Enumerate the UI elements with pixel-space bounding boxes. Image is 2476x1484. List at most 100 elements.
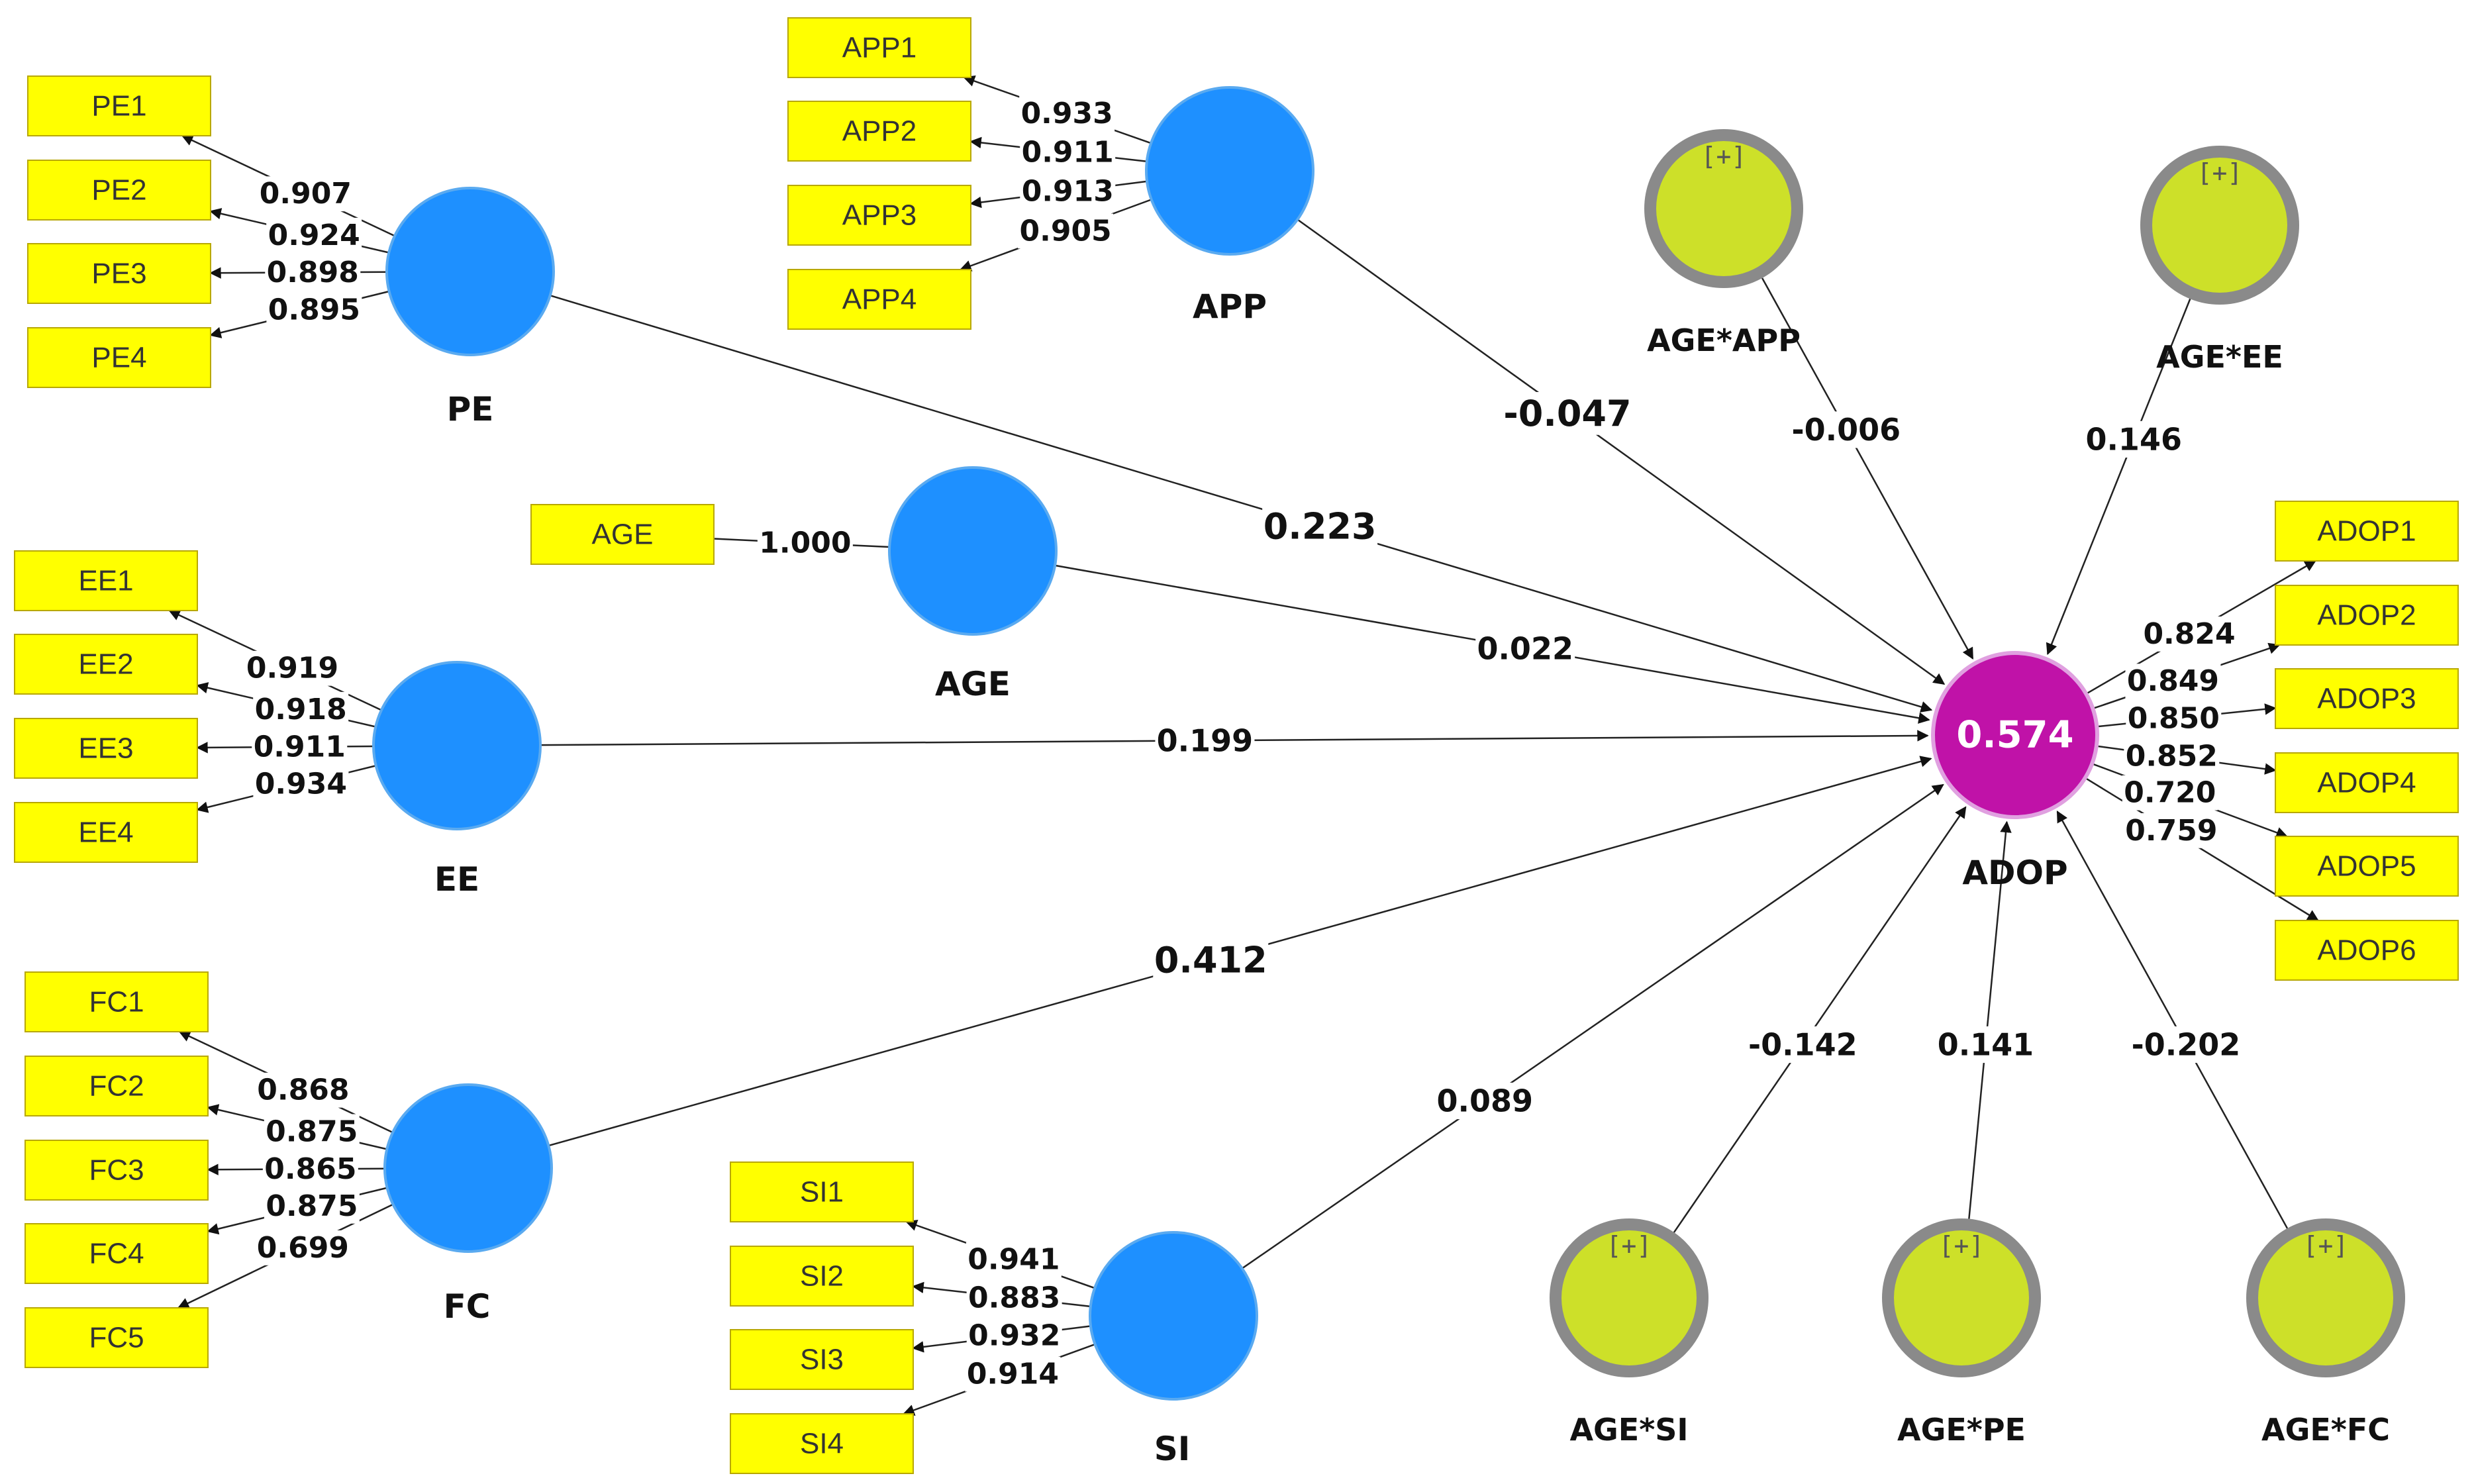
indicator-ee3[interactable]: EE3 xyxy=(14,718,198,779)
indicator-si4[interactable]: SI4 xyxy=(730,1413,914,1474)
indicator-adop2[interactable]: ADOP2 xyxy=(2275,585,2459,646)
construct-label: ADOP xyxy=(1962,854,2067,892)
loading-value-si4: 0.914 xyxy=(965,1356,1061,1392)
loading-value-ee1: 0.919 xyxy=(244,650,340,686)
path-coefficient-app: -0.047 xyxy=(1499,391,1636,435)
construct-app[interactable]: APP xyxy=(1145,86,1314,326)
indicator-app2[interactable]: APP2 xyxy=(787,101,971,162)
indicator-si3[interactable]: SI3 xyxy=(730,1329,914,1390)
loading-value-adop4: 0.852 xyxy=(2124,738,2220,774)
indicator-app3[interactable]: APP3 xyxy=(787,185,971,246)
svg-text:0.141: 0.141 xyxy=(1938,1027,2034,1063)
indicator-si2[interactable]: SI2 xyxy=(730,1246,914,1307)
path-coefficient-ageee: 0.146 xyxy=(2084,420,2184,458)
svg-text:0.720: 0.720 xyxy=(2124,776,2216,810)
expand-marker[interactable]: [+] xyxy=(1939,1231,1985,1260)
loading-value-fc4: 0.875 xyxy=(264,1188,360,1224)
indicator-label: SI1 xyxy=(800,1176,844,1209)
indicator-ee4[interactable]: EE4 xyxy=(14,802,198,863)
moderator-age-ee[interactable]: [+]AGE*EE xyxy=(2140,146,2299,375)
indicator-si1[interactable]: SI1 xyxy=(730,1162,914,1222)
indicator-fc5[interactable]: FC5 xyxy=(25,1307,209,1368)
loading-value-adop3: 0.850 xyxy=(2126,701,2222,736)
svg-text:0.875: 0.875 xyxy=(266,1189,358,1223)
path-coefficient-age: 0.022 xyxy=(1475,630,1575,667)
svg-text:-0.006: -0.006 xyxy=(1792,412,1901,448)
moderator-age-pe[interactable]: [+] AGE*PE xyxy=(1882,1218,2041,1448)
indicator-label: SI2 xyxy=(800,1260,844,1293)
indicator-label: ADOP3 xyxy=(2317,683,2416,715)
indicator-pe3[interactable]: PE3 xyxy=(27,243,211,304)
indicator-label: ADOP2 xyxy=(2317,599,2416,632)
indicator-fc2[interactable]: FC2 xyxy=(25,1056,209,1116)
svg-text:-0.047: -0.047 xyxy=(1503,393,1631,434)
indicator-label: SI3 xyxy=(800,1344,844,1376)
loading-value-adop1: 0.824 xyxy=(2142,617,2238,652)
path-arrow-agefc-adop xyxy=(2056,811,2289,1229)
indicator-adop6[interactable]: ADOP6 xyxy=(2275,920,2459,981)
svg-text:0.905: 0.905 xyxy=(1020,214,1112,248)
svg-text:0.924: 0.924 xyxy=(268,219,360,252)
construct-age[interactable]: AGE xyxy=(888,466,1058,703)
moderator-age-fc[interactable]: [+]AGE*FC xyxy=(2246,1218,2405,1448)
svg-text:-0.142: -0.142 xyxy=(1748,1027,1857,1063)
indicator-adop4[interactable]: ADOP4 xyxy=(2275,752,2459,813)
loading-value-app2: 0.911 xyxy=(1020,134,1116,170)
path-coefficient-agepe: 0.141 xyxy=(1936,1026,2036,1064)
indicator-label: EE4 xyxy=(78,816,133,849)
indicator-fc4[interactable]: FC4 xyxy=(25,1223,209,1284)
indicator-pe4[interactable]: PE4 xyxy=(27,327,211,388)
construct-label: EE xyxy=(434,860,479,899)
indicator-pe2[interactable]: PE2 xyxy=(27,160,211,221)
svg-text:0.412: 0.412 xyxy=(1154,940,1267,981)
svg-text:0.824: 0.824 xyxy=(2143,617,2235,651)
indicator-adop1[interactable]: ADOP1 xyxy=(2275,501,2459,562)
indicator-label: APP4 xyxy=(842,283,917,316)
indicator-ee1[interactable]: EE1 xyxy=(14,550,198,611)
construct-ee[interactable]: EE xyxy=(372,661,542,899)
svg-text:0.759: 0.759 xyxy=(2125,814,2217,848)
path-coefficient-ageapp: -0.006 xyxy=(1787,411,1905,448)
indicator-adop3[interactable]: ADOP3 xyxy=(2275,668,2459,729)
expand-marker[interactable]: [+] xyxy=(2303,1231,2349,1260)
indicator-label: PE4 xyxy=(91,342,146,374)
indicator-age[interactable]: AGE xyxy=(530,504,715,565)
indicator-ee2[interactable]: EE2 xyxy=(14,634,198,695)
expand-marker[interactable]: [+] xyxy=(2197,158,2243,187)
indicator-label: ADOP1 xyxy=(2317,515,2416,548)
r-squared-value: 0.574 xyxy=(1956,714,2073,757)
indicator-label: APP1 xyxy=(842,32,917,64)
indicator-fc3[interactable]: FC3 xyxy=(25,1140,209,1201)
construct-fc[interactable]: FC xyxy=(383,1083,553,1326)
indicator-label: ADOP6 xyxy=(2317,934,2416,967)
indicator-app1[interactable]: APP1 xyxy=(787,17,971,78)
moderator-age-app[interactable]: [+]AGE*APP xyxy=(1644,129,1803,358)
svg-text:0.699: 0.699 xyxy=(257,1231,349,1265)
indicator-adop5[interactable]: ADOP5 xyxy=(2275,836,2459,897)
svg-text:0.919: 0.919 xyxy=(246,652,338,685)
path-arrow-agepe-adop xyxy=(1968,820,2012,1219)
expand-marker[interactable]: [+] xyxy=(1701,142,1747,171)
moderator-age-si[interactable]: [+]AGE*SI xyxy=(1550,1218,1708,1448)
path-arrow-pe-adop xyxy=(550,295,1933,713)
path-arrow-app-adop xyxy=(1297,219,1946,685)
svg-text:0.918: 0.918 xyxy=(255,693,347,726)
indicator-label: APP3 xyxy=(842,199,917,232)
construct-pe[interactable]: PE xyxy=(385,187,555,428)
loading-value-ee4: 0.934 xyxy=(253,766,349,802)
moderator-label: AGE*PE xyxy=(1897,1412,2026,1448)
svg-text:0.911: 0.911 xyxy=(1022,136,1114,170)
indicator-app4[interactable]: APP4 xyxy=(787,269,971,330)
svg-text:0.146: 0.146 xyxy=(2085,421,2182,457)
path-coefficient-ee: 0.199 xyxy=(1155,722,1255,759)
indicator-fc1[interactable]: FC1 xyxy=(25,971,209,1032)
svg-text:-0.202: -0.202 xyxy=(2132,1027,2241,1063)
svg-text:0.932: 0.932 xyxy=(968,1318,1060,1352)
loading-value-si3: 0.932 xyxy=(966,1318,1062,1354)
expand-marker[interactable]: [+] xyxy=(1607,1231,1652,1260)
construct-si[interactable]: SI xyxy=(1089,1231,1258,1468)
indicator-label: APP2 xyxy=(842,115,917,148)
path-arrow-si-adop xyxy=(1241,783,1944,1269)
indicator-pe1[interactable]: PE1 xyxy=(27,75,211,136)
